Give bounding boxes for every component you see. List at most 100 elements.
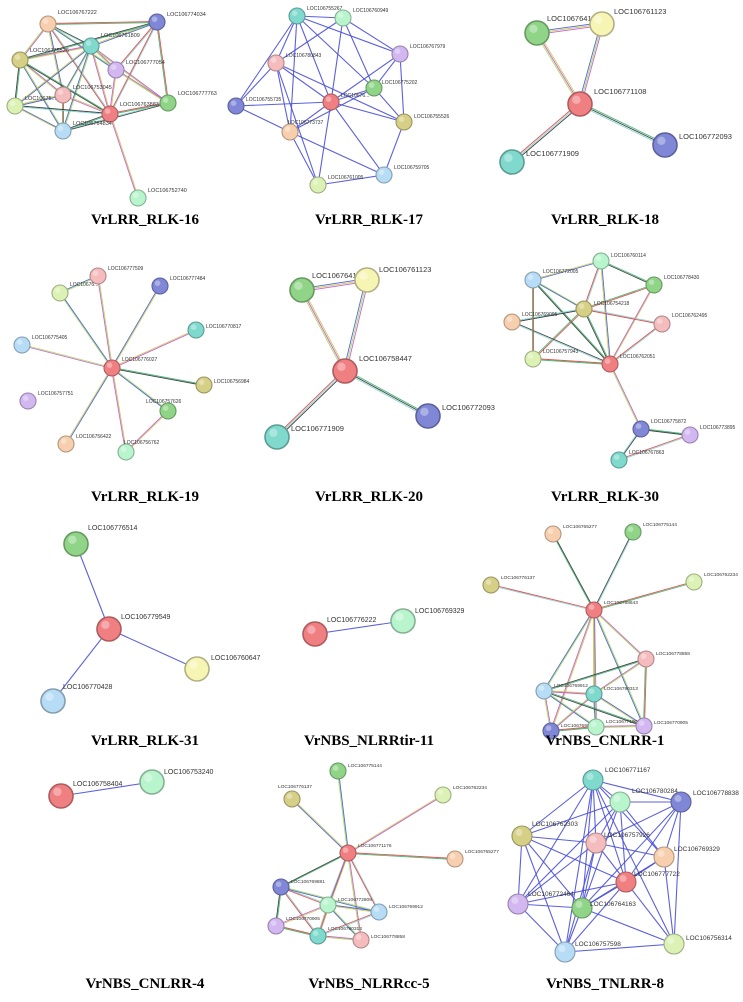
node-label: LOC106770905: [654, 720, 688, 726]
edge-b-c: [578, 23, 602, 104]
node-label: LOC106762051: [620, 354, 656, 360]
node-label: LOC106771909: [291, 424, 344, 433]
protein-node: [159, 402, 177, 420]
node-label: LOC106760114: [611, 253, 646, 259]
edge-c-h: [609, 284, 654, 365]
edge-a-c: [592, 779, 682, 803]
node-highlight: [270, 57, 277, 63]
edge-g-j: [330, 101, 385, 176]
edge-group: [314, 620, 404, 635]
node-highlight: [684, 429, 691, 436]
protein-node: [395, 113, 413, 131]
node-highlight: [16, 339, 23, 346]
node-label: LOC106758404: [73, 781, 123, 788]
edge-f-g: [543, 658, 647, 691]
node-label: LOC106764132: [547, 14, 600, 23]
node-highlight: [547, 528, 554, 534]
edge-c-f: [63, 45, 92, 96]
node-highlight: [57, 125, 64, 131]
protein-node: [117, 443, 135, 461]
node-highlight: [635, 423, 642, 430]
protein-node: [11, 51, 29, 69]
edge-e-i: [116, 69, 169, 103]
protein-node: [329, 762, 347, 780]
node-highlight: [515, 829, 523, 836]
protein-node: [322, 93, 340, 111]
node-highlight: [538, 685, 545, 691]
edge-d-e: [347, 852, 456, 859]
node-highlight: [529, 24, 538, 33]
protein-node: [129, 189, 147, 207]
edge-c-j: [62, 45, 91, 131]
node-highlight: [190, 324, 197, 331]
node-highlight: [613, 454, 620, 461]
protein-node: [511, 825, 533, 847]
edge-e-i: [550, 609, 594, 731]
protein-node: [446, 850, 464, 868]
protein-node: [589, 11, 615, 37]
edge-e-f: [595, 842, 665, 858]
protein-node: [54, 86, 72, 104]
node-highlight: [613, 795, 621, 802]
node-label: LOC106756984: [214, 379, 250, 385]
node-label: LOC106757926: [604, 832, 650, 839]
edge-g-j: [543, 691, 596, 728]
edge-c-h: [91, 45, 111, 115]
node-highlight: [527, 274, 534, 281]
edge-c-h: [610, 284, 655, 365]
protein-node: [40, 688, 66, 714]
node-highlight: [640, 653, 647, 659]
node-label: LOC106767863: [629, 450, 665, 456]
edge-h-k: [593, 694, 644, 727]
node-label: LOC106780313: [604, 686, 638, 692]
node-label: LOC106772093: [442, 403, 495, 412]
node-label: LOC106761123: [614, 7, 666, 16]
node-label: LOC106777484: [170, 276, 206, 282]
node-highlight: [674, 795, 682, 802]
node-label: LOC106765277: [465, 849, 499, 855]
node-highlight: [595, 255, 602, 261]
node-label: LOC106770905: [286, 916, 320, 922]
protein-node: [615, 871, 637, 893]
node-label: LOC106758447: [359, 354, 412, 363]
node-highlight: [312, 179, 319, 185]
edge-a-c: [300, 290, 345, 372]
node-highlight: [545, 725, 552, 731]
edge-d-h: [20, 59, 111, 114]
edge-d-g: [330, 53, 401, 103]
node-label: LOC106755735: [246, 97, 282, 103]
edge-a-d: [521, 779, 594, 837]
edge-h-j: [517, 903, 566, 953]
protein-node: [334, 9, 352, 27]
edge-c-e: [595, 801, 682, 844]
edge-a-f: [48, 23, 64, 95]
node-highlight: [504, 153, 513, 162]
protein-node: [302, 621, 328, 647]
node-label: LOC106764834: [73, 121, 112, 127]
protein-node: [281, 123, 299, 141]
edge-d-c: [347, 794, 443, 853]
edge-e-c: [490, 584, 595, 610]
node-label: LOC106772005: [543, 269, 579, 275]
node-highlight: [373, 906, 380, 912]
node-highlight: [359, 271, 368, 280]
edge-b-d: [521, 801, 621, 837]
edge-e-j: [594, 609, 597, 728]
edge-a-c: [535, 33, 580, 105]
edge-a-b: [47, 22, 158, 25]
node-label: LOC106771905: [606, 719, 640, 725]
edge-a-k: [592, 779, 675, 945]
node-label: LOC106779549: [121, 614, 171, 621]
edge-g-h: [327, 905, 379, 913]
edge-b-c: [580, 24, 604, 105]
node-label: LOC106772093: [679, 132, 732, 141]
edge-f-d: [111, 329, 196, 368]
node-highlight: [189, 660, 198, 669]
node-highlight: [68, 535, 77, 544]
node-label: LOC106776514: [88, 525, 138, 532]
node-highlight: [57, 89, 64, 95]
node-label: LOC106758643: [604, 600, 638, 606]
edge-j-k: [619, 435, 691, 461]
node-highlight: [667, 937, 675, 944]
